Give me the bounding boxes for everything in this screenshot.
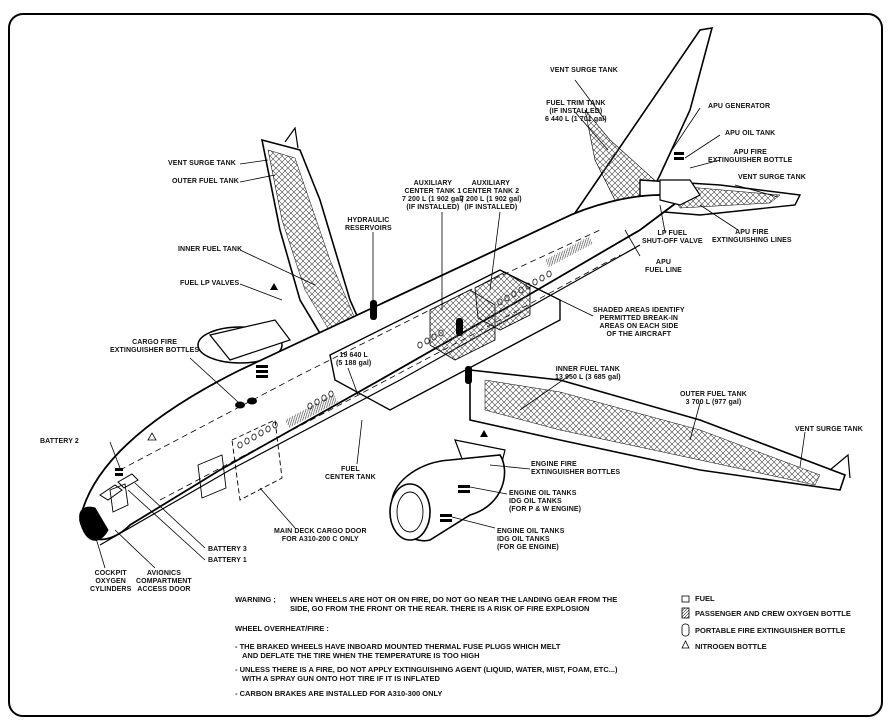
label-inner-fuel-tank-left: INNER FUEL TANK: [178, 246, 243, 253]
label-outer-fuel-tank-left: OUTER FUEL TANK: [172, 178, 239, 185]
label-battery-3: BATTERY 3: [208, 546, 247, 553]
leader-lines: [94, 79, 806, 569]
bullet-1: - THE BRAKED WHEELS HAVE INBOARD MOUNTED…: [235, 642, 561, 660]
warning-text: WHEN WHEELS ARE HOT OR ON FIRE, DO NOT G…: [290, 595, 618, 613]
label-center-tank-capacity: 19 640 L(5 188 gal): [336, 352, 372, 367]
radome: [79, 506, 109, 541]
label-apu-oil-tank: APU OIL TANK: [725, 130, 776, 137]
wheel-heading: WHEEL OVERHEAT/FIRE :: [235, 624, 329, 633]
label-vent-surge-tank-left: VENT SURGE TANK: [168, 160, 236, 167]
legend-nitrogen: NITROGEN BOTTLE: [695, 642, 767, 651]
bottle-markers: [115, 152, 684, 522]
break-in-area-aft: [545, 236, 593, 268]
break-in-area-fwd: [285, 394, 338, 428]
label-fuel-lp-valves: FUEL LP VALVES: [180, 280, 240, 287]
label-vent-surge-tank-right: VENT SURGE TANK: [795, 426, 863, 433]
apu-cone: [659, 179, 701, 206]
bullet-2: - UNLESS THERE IS A FIRE, DO NOT APPLY E…: [235, 665, 618, 683]
aux-tank-2: [474, 271, 531, 331]
label-fuel-trim-tank: FUEL TRIM TANK(IF INSTALLED)6 440 L (1 7…: [545, 100, 607, 123]
warning-label: WARNING ;: [235, 595, 276, 604]
legend-oxygen: PASSENGER AND CREW OXYGEN BOTTLE: [695, 609, 851, 618]
nitrogen-symbol: [681, 640, 690, 649]
center-tank: [329, 269, 561, 411]
label-vent-surge-tank-tail: VENT SURGE TANK: [550, 67, 618, 74]
oxygen-bottle-symbol: [681, 607, 690, 619]
bullet-3: - CARBON BRAKES ARE INSTALLED FOR A310-3…: [235, 689, 443, 698]
label-battery-1: BATTERY 1: [208, 557, 247, 564]
diagram-border: [8, 13, 883, 717]
label-apu-generator: APU GENERATOR: [708, 103, 771, 110]
fuel-symbol: [681, 595, 690, 603]
label-vent-surge-tank-hstab: VENT SURGE TANK: [738, 174, 806, 181]
legend-extinguisher: PORTABLE FIRE EXTINGUISHER BOTTLE: [695, 626, 846, 635]
legend-fuel: FUEL: [695, 594, 715, 603]
right-wing-fuel-tank: [484, 379, 821, 486]
extinguisher-symbol: [681, 623, 690, 637]
main-deck-cargo-door: [231, 419, 283, 501]
label-battery-2: BATTERY 2: [40, 438, 79, 445]
